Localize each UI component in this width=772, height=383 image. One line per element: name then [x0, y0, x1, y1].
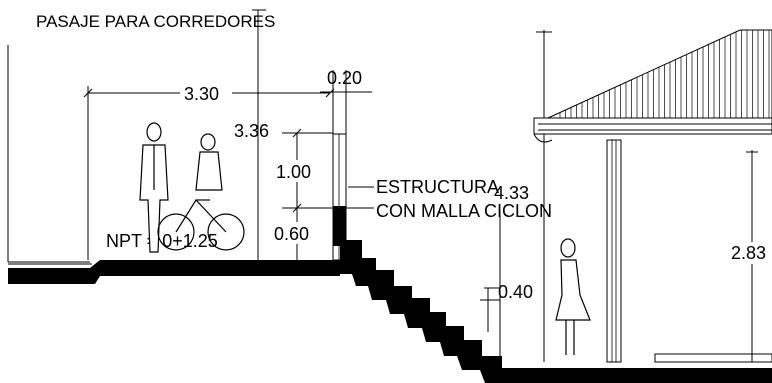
- dim-100-label: 1.00: [276, 162, 311, 182]
- house-roof: [533, 29, 772, 143]
- height-433-dimension: 4.33: [494, 30, 552, 362]
- total-height-dimension: [252, 9, 266, 262]
- dim-283-label: 2.83: [731, 243, 766, 263]
- house-columns: [606, 139, 772, 363]
- dim-wall-label: 0.20: [327, 68, 362, 88]
- structure-label-line2: CON MALLA CICLON: [376, 201, 552, 221]
- level-label: NPT = 0+1.25: [106, 231, 218, 251]
- left-wall: [7, 45, 90, 263]
- cyclist-figure: [157, 133, 245, 251]
- dim-336-label: 3.36: [234, 121, 269, 141]
- stairs: [340, 240, 772, 383]
- woman-figure: [555, 238, 591, 355]
- width-dimension: 3.30: [83, 82, 335, 260]
- man-figure: [139, 122, 169, 253]
- wall-thickness-dimension: 0.20: [320, 68, 372, 134]
- dim-040-label: 0.40: [498, 282, 533, 302]
- structure-annotation: ESTRUCTURA CON MALLA CICLON: [346, 177, 552, 221]
- height-336-dimension: 3.36: [234, 121, 333, 141]
- height-283-dimension: 2.83: [728, 150, 772, 362]
- step-height-dimension: 0.40: [480, 282, 533, 332]
- ground-slab: [8, 260, 340, 284]
- dim-width-label: 3.30: [184, 84, 219, 104]
- drawing-title: PASAJE PARA CORREDORES: [36, 12, 275, 31]
- dim-433-label: 4.33: [494, 183, 529, 203]
- fence-post: [332, 133, 347, 261]
- structure-label-line1: ESTRUCTURA: [376, 177, 499, 197]
- height-chain-dimension: 1.00 0.60: [273, 128, 333, 262]
- dim-060-label: 0.60: [274, 224, 309, 244]
